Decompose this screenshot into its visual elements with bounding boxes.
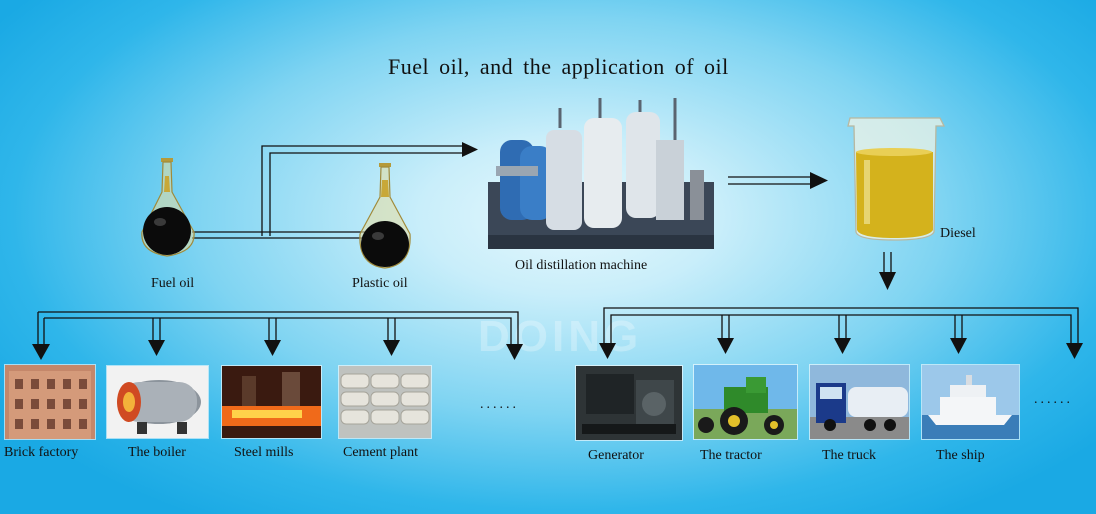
diesel-use-label: The tractor	[700, 448, 762, 464]
diesel-use-label: The ship	[936, 448, 985, 464]
steel-mills-image	[221, 365, 322, 439]
diesel-use-label: Generator	[588, 448, 644, 464]
diesel-label: Diesel	[940, 226, 976, 242]
fuel-use-label: Steel mills	[234, 445, 294, 461]
plastic-oil-label: Plastic oil	[352, 276, 408, 292]
machine-input-arrowhead	[462, 142, 478, 157]
cement-plant-image	[338, 365, 432, 439]
diesel-beaker-icon	[848, 118, 944, 240]
fuel-use-label: The boiler	[128, 445, 186, 461]
ship-image	[921, 364, 1020, 440]
boiler-image	[106, 365, 209, 439]
fuel-use-label: Cement plant	[343, 445, 418, 461]
plastic-oil-flask-icon	[360, 163, 410, 268]
fuel-oil-label: Fuel oil	[151, 276, 194, 292]
diesel-use-label: The truck	[822, 448, 876, 464]
brick-factory-image	[4, 364, 96, 440]
truck-image	[809, 364, 910, 440]
generator-image	[575, 365, 683, 441]
tractor-image	[693, 364, 798, 440]
fuel-use-label: Brick factory	[4, 445, 78, 461]
diesel-down-arrowhead	[879, 272, 896, 290]
diesel-use-ellipsis: ......	[1034, 392, 1073, 408]
feed-line-1	[262, 146, 468, 236]
fuel-oil-flask-icon	[142, 158, 194, 256]
oil-distillation-machine-image	[488, 98, 714, 249]
fuel-use-ellipsis: ......	[480, 397, 519, 413]
diesel-arrowhead	[810, 172, 828, 189]
machine-label: Oil distillation machine	[515, 258, 647, 274]
